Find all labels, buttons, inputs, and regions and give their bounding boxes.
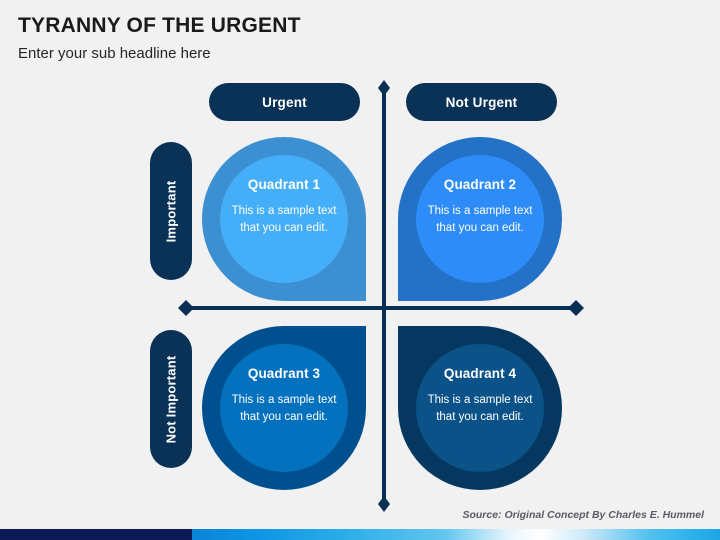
axis-cap-right-diamond [568, 300, 584, 316]
axis-cap-left-diamond [178, 300, 194, 316]
quadrant-3[interactable]: Quadrant 3 This is a sample text that yo… [202, 326, 366, 490]
source-credit: Source: Original Concept By Charles E. H… [462, 509, 704, 521]
quadrant-2[interactable]: Quadrant 2 This is a sample text that yo… [398, 137, 562, 301]
row-header-not-important-label: Not Important [163, 355, 179, 443]
row-header-important-label: Important [163, 180, 179, 242]
page-subtitle: Enter your sub headline here [18, 45, 211, 62]
quadrant-4[interactable]: Quadrant 4 This is a sample text that yo… [398, 326, 562, 490]
quadrant-1[interactable]: Quadrant 1 This is a sample text that yo… [202, 137, 366, 301]
axis-cap-top-diamond [378, 80, 390, 96]
quadrant-4-fill [416, 344, 544, 472]
row-header-important[interactable]: Important [150, 142, 192, 280]
footer-bar-gradient-segment [192, 529, 720, 540]
footer-bar-dark-segment [0, 529, 192, 540]
column-header-not-urgent-label: Not Urgent [445, 94, 518, 110]
quadrant-2-fill [416, 155, 544, 283]
column-header-not-urgent[interactable]: Not Urgent [406, 83, 557, 121]
axis-cap-bottom-diamond [378, 496, 390, 512]
column-header-urgent-label: Urgent [262, 94, 307, 110]
quadrant-1-fill [220, 155, 348, 283]
quadrant-3-fill [220, 344, 348, 472]
row-header-not-important[interactable]: Not Important [150, 330, 192, 468]
column-header-urgent[interactable]: Urgent [209, 83, 360, 121]
footer-accent-bar [0, 529, 720, 540]
page-title: TYRANNY OF THE URGENT [18, 14, 301, 37]
